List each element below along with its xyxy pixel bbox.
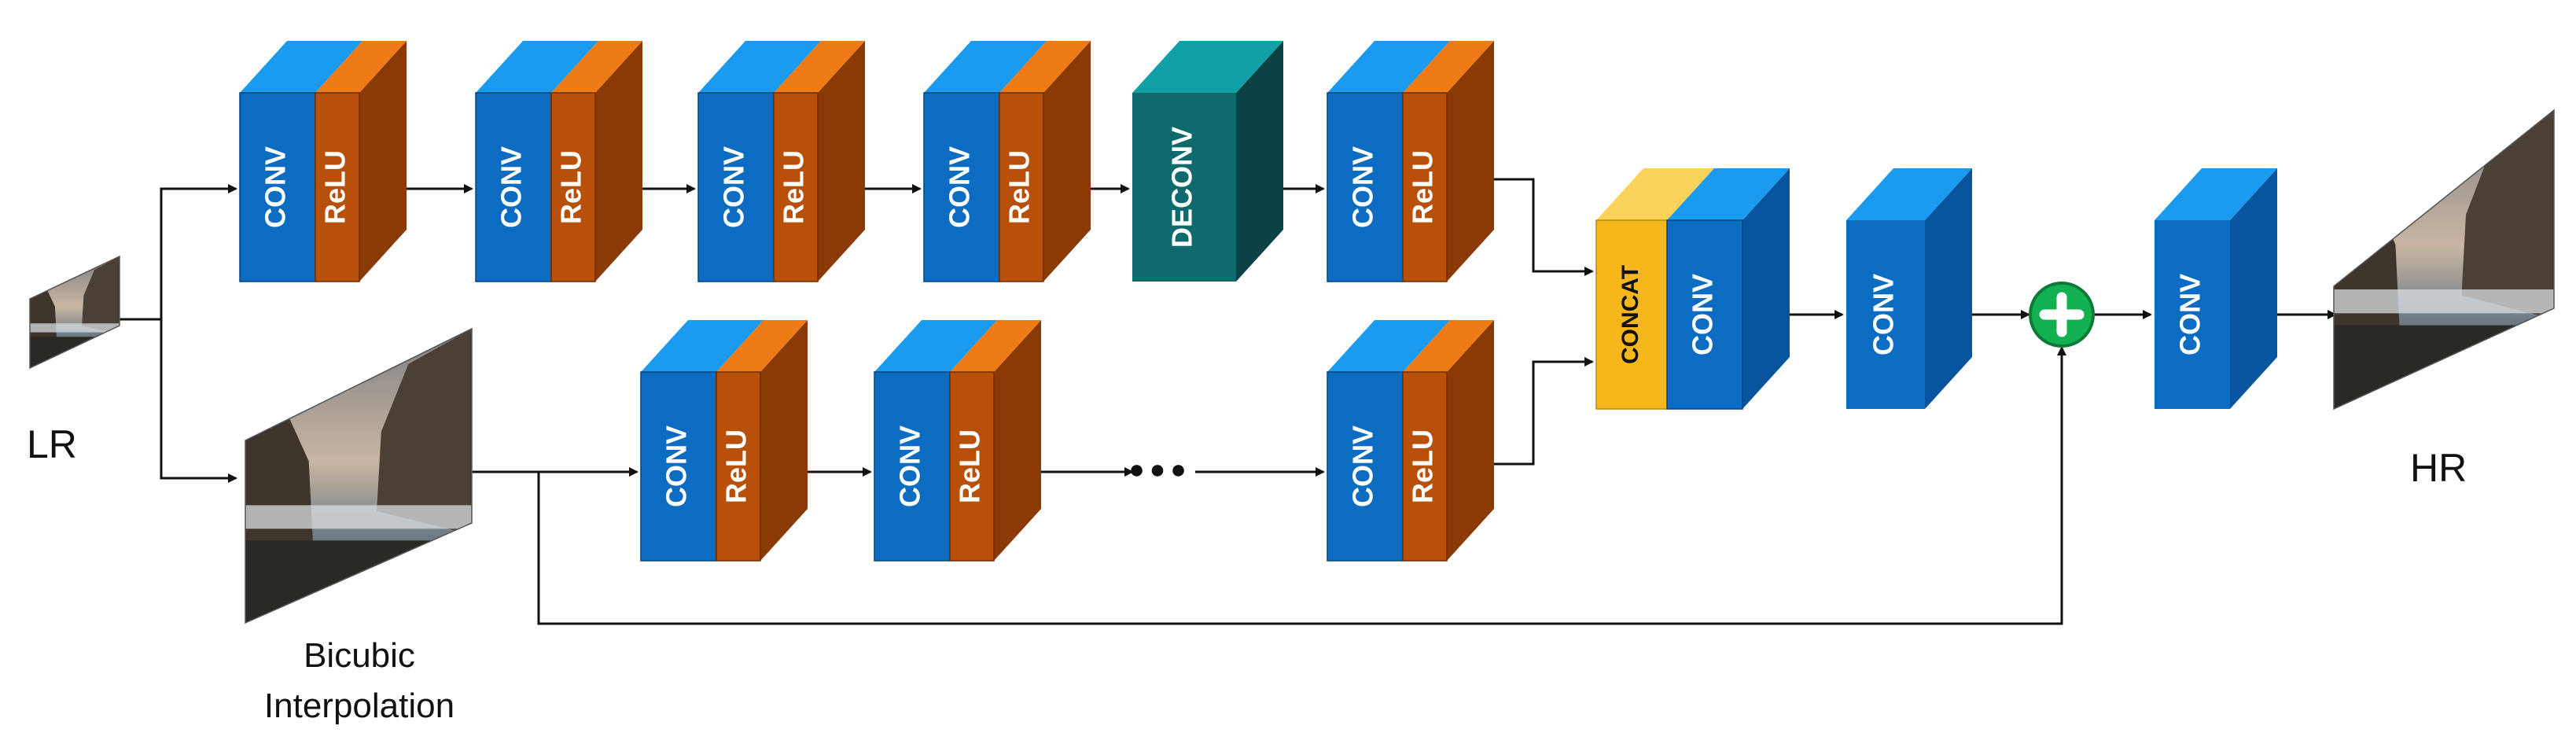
conv-block: CONV: [1846, 168, 1972, 409]
network-blocks: CONV ReLU CONV ReLU CONV ReLU CONV ReLU DECONV CO…: [239, 41, 2277, 562]
conv-relu-block: CONV ReLU: [1327, 320, 1494, 562]
relu-label: ReLU: [1003, 150, 1036, 224]
bicubic-label-line1: Bicubic: [304, 636, 415, 675]
arrow-lr-to-top: [120, 184, 237, 321]
relu-label: ReLU: [555, 150, 587, 224]
lr-image: [29, 255, 120, 370]
bicubic-image: [245, 327, 473, 624]
conv-label: CONV: [259, 146, 292, 228]
relu-label: ReLU: [954, 429, 986, 503]
conv-relu-block: CONV ReLU: [239, 41, 407, 282]
hr-image: [2333, 109, 2555, 411]
concat-conv-block: CONCAT CONV: [1595, 168, 1790, 410]
arrow-bottom-to-concat: [1491, 357, 1594, 466]
conv-label: CONV: [661, 425, 693, 507]
relu-label: ReLU: [1407, 429, 1439, 503]
bicubic-label-line2: Interpolation: [264, 687, 454, 725]
relu-label: ReLU: [319, 150, 351, 224]
conv-relu-block: CONV ReLU: [874, 320, 1041, 562]
conv-relu-block: CONV ReLU: [697, 41, 865, 282]
relu-label: ReLU: [720, 429, 753, 503]
add-operation: [2029, 282, 2095, 348]
plus-glyph: [2039, 292, 2085, 337]
hr-label: HR: [2410, 446, 2467, 490]
conv-label: CONV: [1868, 274, 1900, 355]
conv-label: CONV: [718, 146, 750, 228]
deconv-label: DECONV: [1166, 127, 1198, 248]
arrow-lr-to-bicubic: [160, 319, 237, 483]
lr-label: LR: [27, 422, 77, 466]
conv-block: CONV: [2155, 168, 2277, 409]
conv-relu-block: CONV ReLU: [1327, 41, 1494, 282]
relu-label: ReLU: [778, 150, 810, 224]
ellipsis-dots: ●●●: [1128, 455, 1191, 484]
conv-label: CONV: [495, 146, 528, 228]
relu-label: ReLU: [1407, 150, 1439, 224]
conv-label: CONV: [1347, 425, 1379, 507]
concat-label: CONCAT: [1617, 265, 1643, 364]
arrow-top-to-concat: [1491, 178, 1594, 276]
conv-relu-block: CONV ReLU: [640, 320, 808, 562]
deconv-block: DECONV: [1132, 41, 1283, 282]
conv-relu-block: CONV ReLU: [475, 41, 642, 282]
conv-label: CONV: [2174, 274, 2206, 355]
skip-connection-arrow: [537, 346, 2066, 625]
conv-label: CONV: [944, 146, 976, 228]
conv-label: CONV: [894, 425, 926, 507]
connection-arrows: [120, 178, 2337, 625]
conv-relu-block: CONV ReLU: [923, 41, 1091, 282]
conv-label: CONV: [1347, 146, 1379, 228]
conv-label: CONV: [1687, 274, 1719, 355]
